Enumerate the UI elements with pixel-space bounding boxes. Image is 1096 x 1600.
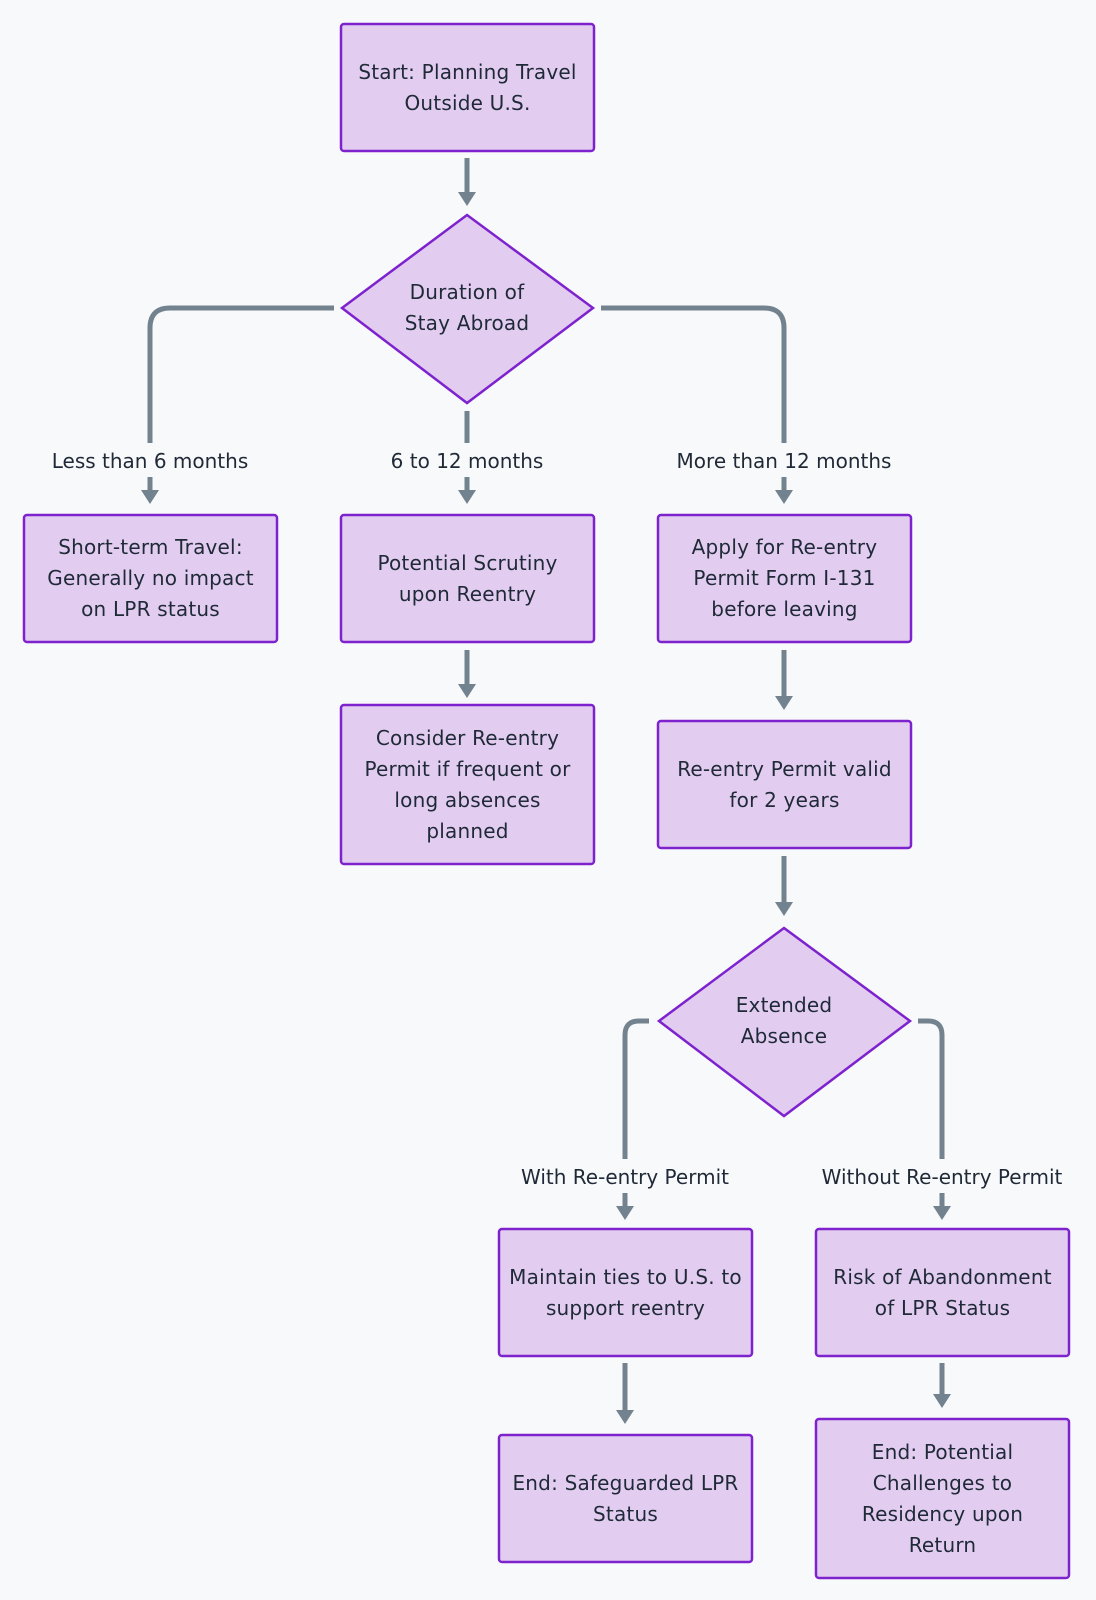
start-node: Start: Planning Travel Outside U.S. — [341, 24, 594, 151]
short-term-node-label: Short-term Travel: Generally no impact o… — [47, 535, 254, 621]
short-term-box — [22, 513, 279, 644]
edges — [147, 158, 945, 1411]
start-box — [339, 22, 596, 153]
edge-extended-without-permit — [918, 1018, 945, 1207]
extended-decision: Extended Absence — [709, 963, 859, 1079]
arrowhead — [616, 1410, 634, 1424]
consider-permit-box — [339, 703, 596, 866]
extended-decision-label: Extended Absence — [735, 993, 833, 1048]
arrowhead — [775, 696, 793, 710]
node-shapes — [22, 22, 1071, 1580]
scrutiny-box — [339, 513, 596, 644]
arrowhead — [141, 490, 159, 504]
arrowhead — [775, 490, 793, 504]
maintain-ties-node-label: Maintain ties to U.S. to support reentry — [509, 1264, 742, 1320]
consider-permit-node: Consider Re-entry Permit if frequent or … — [341, 705, 594, 864]
apply-permit-node-label: Apply for Re-entry Permit Form I-131 bef… — [691, 535, 878, 621]
edge-extended-with-permit — [622, 1018, 649, 1207]
abandonment-risk-box — [814, 1227, 1071, 1358]
end-safeguarded-node-label: End: Safeguarded LPR Status — [512, 1470, 739, 1526]
duration-decision: Duration of Stay Abroad — [392, 250, 542, 366]
arrowhead — [775, 902, 793, 916]
duration-diamond — [339, 213, 596, 405]
edge-label-less-6: Less than 6 months — [30, 447, 270, 475]
arrowhead — [616, 1206, 634, 1220]
maintain-ties-box — [497, 1227, 754, 1358]
edge-label-more-12: More than 12 months — [664, 447, 904, 475]
duration-decision-label: Duration of Stay Abroad — [404, 280, 530, 335]
edge-duration-less-6 — [147, 305, 334, 491]
scrutiny-node-label: Potential Scrutiny upon Reentry — [377, 550, 558, 606]
arrowhead — [933, 1394, 951, 1408]
end-safeguarded-node: End: Safeguarded LPR Status — [499, 1435, 752, 1562]
arrowhead — [933, 1206, 951, 1220]
edge-label-with-permit: With Re-entry Permit — [505, 1163, 745, 1191]
permit-valid-node-label: Re-entry Permit valid for 2 years — [677, 756, 892, 812]
arrowhead — [458, 192, 476, 206]
end-challenges-node-label: End: Potential Challenges to Residency u… — [861, 1439, 1024, 1557]
edge-duration-more-12 — [601, 305, 787, 491]
scrutiny-node: Potential Scrutiny upon Reentry — [341, 515, 594, 642]
start-node-label: Start: Planning Travel Outside U.S. — [358, 59, 577, 115]
arrowhead — [458, 490, 476, 504]
permit-valid-box — [656, 719, 913, 850]
end-safeguarded-box — [497, 1433, 754, 1564]
end-challenges-node: End: Potential Challenges to Residency u… — [816, 1419, 1069, 1578]
maintain-ties-node: Maintain ties to U.S. to support reentry — [499, 1229, 752, 1356]
apply-permit-node: Apply for Re-entry Permit Form I-131 bef… — [658, 515, 911, 642]
extended-diamond — [656, 926, 913, 1118]
abandonment-risk-node-label: Risk of Abandonment of LPR Status — [833, 1264, 1052, 1320]
arrowheads — [141, 192, 951, 1424]
edge-label-without-permit: Without Re-entry Permit — [807, 1163, 1077, 1191]
permit-valid-node: Re-entry Permit valid for 2 years — [658, 721, 911, 848]
edge-label-6-12: 6 to 12 months — [367, 447, 567, 475]
consider-permit-node-label: Consider Re-entry Permit if frequent or … — [364, 725, 571, 843]
short-term-node: Short-term Travel: Generally no impact o… — [24, 515, 277, 642]
arrowhead — [458, 684, 476, 698]
apply-permit-box — [656, 513, 913, 644]
end-challenges-box — [814, 1417, 1071, 1580]
abandonment-risk-node: Risk of Abandonment of LPR Status — [816, 1229, 1069, 1356]
